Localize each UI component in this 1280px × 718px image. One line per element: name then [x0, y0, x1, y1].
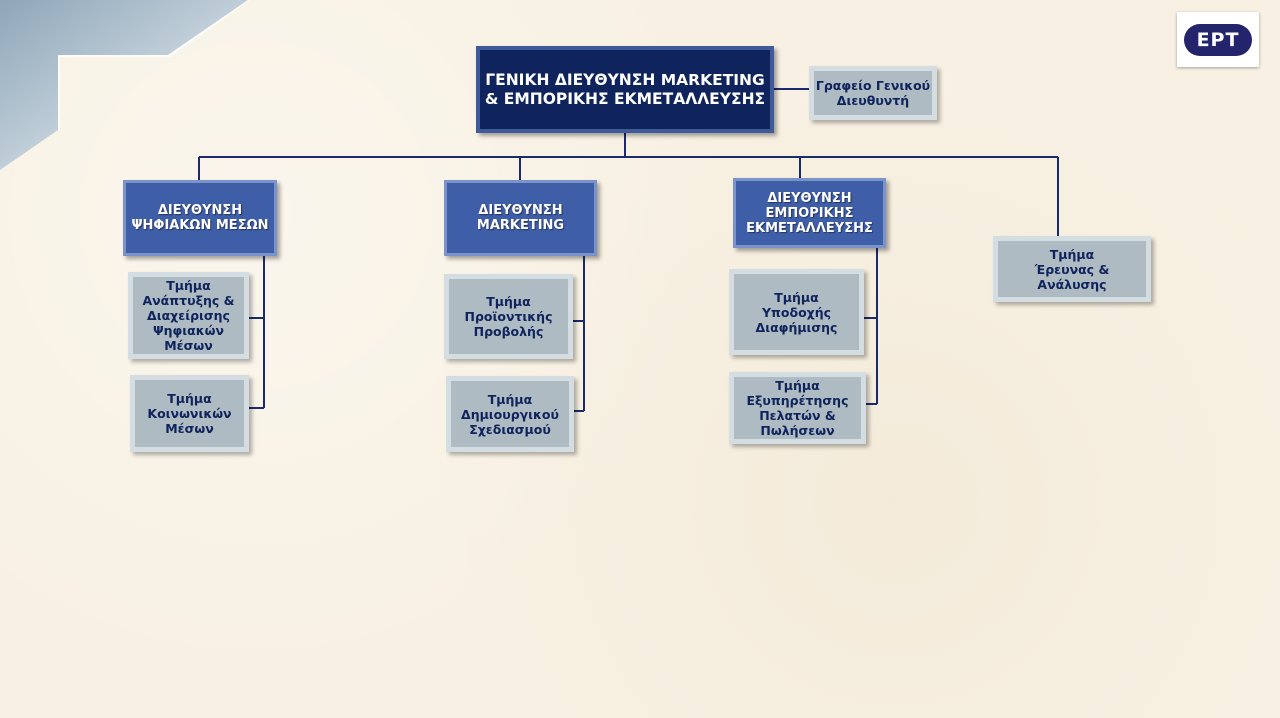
dept-advertising-reception-box: Τμήμα Υποδοχής Διαφήμισης [729, 269, 864, 355]
dept-customer-service-sales-box: Τμήμα Εξυπηρέτησης Πελατών & Πωλήσεων [729, 372, 866, 444]
directorate-digital-media-label: ΔΙΕΥΘΥΝΣΗ ΨΗΦΙΑΚΩΝ ΜΕΣΩΝ [131, 203, 269, 233]
general-director-office-box: Γραφείο Γενικού Διευθυντή [809, 66, 937, 120]
corner-decoration [0, 0, 250, 170]
dept-customer-service-sales-label: Τμήμα Εξυπηρέτησης Πελατών & Πωλήσεων [746, 378, 849, 438]
dept-research-analysis-box: Τμήμα Έρευνας & Ανάλυσης [993, 236, 1151, 302]
directorate-marketing-box: ΔΙΕΥΘΥΝΣΗ MARKETING [444, 180, 597, 256]
directorate-digital-media-box: ΔΙΕΥΘΥΝΣΗ ΨΗΦΙΑΚΩΝ ΜΕΣΩΝ [123, 180, 277, 256]
dept-product-promotion-label: Τμήμα Προϊοντικής Προβολής [464, 294, 553, 339]
directorate-commercial-label: ΔΙΕΥΘΥΝΣΗ ΕΜΠΟΡΙΚΗΣ ΕΚΜΕΤΑΛΛΕΥΣΗΣ [746, 190, 873, 236]
dept-product-promotion-box: Τμήμα Προϊοντικής Προβολής [444, 274, 573, 359]
dept-digital-media-development-label: Τμήμα Ανάπτυξης & Διαχείρισης Ψηφιακών Μ… [142, 278, 235, 353]
dept-social-media-label: Τμήμα Κοινωνικών Μέσων [147, 391, 232, 436]
dept-advertising-reception-label: Τμήμα Υποδοχής Διαφήμισης [755, 289, 838, 335]
dept-creative-design-label: Τμήμα Δημιουργικού Σχεδιασμού [461, 391, 559, 437]
dept-digital-media-development-box: Τμήμα Ανάπτυξης & Διαχείρισης Ψηφιακών Μ… [128, 272, 249, 359]
general-director-office-label: Γραφείο Γενικού Διευθυντή [815, 78, 931, 108]
directorate-commercial-box: ΔΙΕΥΘΥΝΣΗ ΕΜΠΟΡΙΚΗΣ ΕΚΜΕΤΑΛΛΕΥΣΗΣ [733, 178, 886, 248]
directorate-marketing-label: ΔΙΕΥΘΥΝΣΗ MARKETING [476, 203, 565, 233]
top-management-box: ΓΕΝΙΚΗ ΔΙΕΥΘΥΝΣΗ MARKETING & ΕΜΠΟΡΙΚΗΣ Ε… [476, 46, 774, 133]
ert-logo: ΕΡΤ [1177, 12, 1259, 67]
top-management-label: ΓΕΝΙΚΗ ΔΙΕΥΘΥΝΣΗ MARKETING & ΕΜΠΟΡΙΚΗΣ Ε… [484, 70, 766, 108]
dept-social-media-box: Τμήμα Κοινωνικών Μέσων [130, 375, 249, 452]
ert-logo-text: ΕΡΤ [1184, 24, 1252, 56]
dept-creative-design-box: Τμήμα Δημιουργικού Σχεδιασμού [446, 376, 574, 452]
dept-research-analysis-label: Τμήμα Έρευνας & Ανάλυσης [1034, 246, 1110, 292]
